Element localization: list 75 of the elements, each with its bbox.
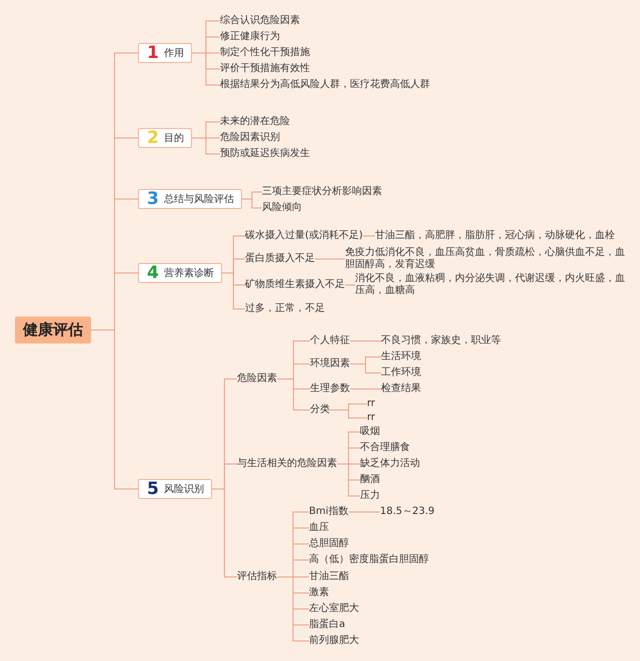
branch-number: 5 (147, 480, 159, 498)
topic-text: 分类 (310, 404, 330, 416)
root-topic-box: 健康评估 (15, 316, 91, 344)
topic-text: 左心室肥大 (309, 603, 359, 615)
topic-text: 甘油三酯 (309, 571, 349, 583)
topic-text: rr (367, 412, 376, 424)
topic-text: 总胆固醇 (309, 538, 349, 550)
topic-label: 作用 (164, 47, 184, 60)
topic-text: 预防或延迟疾病发生 (220, 148, 310, 160)
branch-number: 2 (147, 129, 159, 147)
topic-text: 不合理膳食 (360, 442, 410, 454)
topic-text: 生理参数 (310, 383, 350, 395)
topic-text: 制定个性化干预措施 (220, 47, 310, 59)
topic-text: 血压 (309, 522, 329, 534)
topic-label: 总结与风险评估 (164, 192, 234, 206)
branch-number: 1 (147, 44, 159, 62)
topic-text: 检查结果 (381, 383, 421, 395)
topic-text: 未来的潜在危险 (220, 116, 290, 128)
topic-text: 个人特征 (310, 335, 350, 347)
topic-text: 酗酒 (360, 474, 380, 486)
topic-text: 缺乏体力活动 (360, 458, 420, 470)
branch-topic-box (138, 263, 222, 283)
connector-line (276, 378, 310, 410)
topic-text: 修正健康行为 (220, 31, 280, 43)
topic-text: 过多，正常，不足 (245, 303, 325, 315)
branch-topic-box (138, 43, 192, 63)
topic-text: 工作环境 (381, 367, 421, 379)
topic-text: 蛋白质摄入不足 (245, 253, 315, 265)
topic-text: 危险因素识别 (220, 132, 280, 144)
topic-text: 高（低）密度脂蛋白胆固醇 (309, 554, 429, 566)
topic-text: Bmi指数 (309, 506, 348, 518)
topic-text: 甘油三酯，高肥胖，脂肪肝，冠心病，动脉硬化，血栓 (375, 230, 615, 242)
connector-line (314, 258, 346, 260)
connector-line (241, 198, 262, 208)
connector-line (191, 138, 220, 154)
topic-text: 吸烟 (360, 426, 380, 438)
branch-topic-box (138, 189, 242, 209)
topic-text: 消化不良，血液粘稠，内分泌失调，代谢迟缓，内火旺盛，血压高，血糖高 (355, 273, 626, 297)
connector-line (211, 488, 238, 578)
topic-text: 综合认识危险因素 (220, 15, 300, 27)
topic-text: 前列腺肥大 (309, 635, 359, 647)
topic-text: 压力 (360, 490, 380, 502)
connector-line (344, 284, 356, 286)
topic-text: 环境因素 (310, 358, 350, 370)
connector-line (330, 410, 368, 418)
topic-text: 危险因素 (237, 373, 277, 385)
topic-text: 激素 (309, 587, 329, 599)
topic-text: 评估指标 (237, 571, 277, 583)
connector-line (276, 576, 310, 642)
topic-label: 目的 (164, 132, 184, 145)
topic-text: 免疫力低消化不良，血压高贫血，骨质疏松，心脑供血不足，血胆固醇高，发育迟缓 (345, 247, 626, 271)
topic-text: 脂蛋白a (309, 619, 346, 631)
connector-line (90, 330, 138, 490)
topic-text: 三项主要症状分析影响因素 (262, 186, 382, 198)
topic-text: 18.5～23.9 (380, 506, 435, 518)
topic-text: 评价干预措施有效性 (220, 63, 310, 75)
branch-topic-box (138, 128, 192, 148)
topic-text: 碳水摄入过量(或消耗不足) (245, 230, 363, 242)
topic-label: 营养素诊断 (164, 266, 214, 280)
topic-text: 不良习惯，家族史，职业等 (381, 335, 501, 347)
topic-text: 风险倾向 (262, 202, 302, 214)
connector-line (350, 340, 382, 342)
connector-line (221, 272, 246, 310)
topic-text: 生活环境 (381, 351, 421, 363)
connector-line (191, 52, 220, 86)
connector-line (350, 388, 382, 390)
topic-text: 与生活相关的危险因素 (237, 458, 337, 470)
topic-text: rr (367, 398, 376, 410)
connector-line (350, 364, 382, 374)
branch-topic-box (138, 479, 212, 499)
topic-text: 矿物质维生素摄入不足 (245, 279, 345, 291)
branch-number: 3 (147, 190, 159, 208)
topic-label: 风险识别 (164, 483, 204, 496)
branch-number: 4 (147, 264, 159, 282)
topic-text: 根据结果分为高低风险人群，医疗花费高低人群 (220, 79, 430, 91)
